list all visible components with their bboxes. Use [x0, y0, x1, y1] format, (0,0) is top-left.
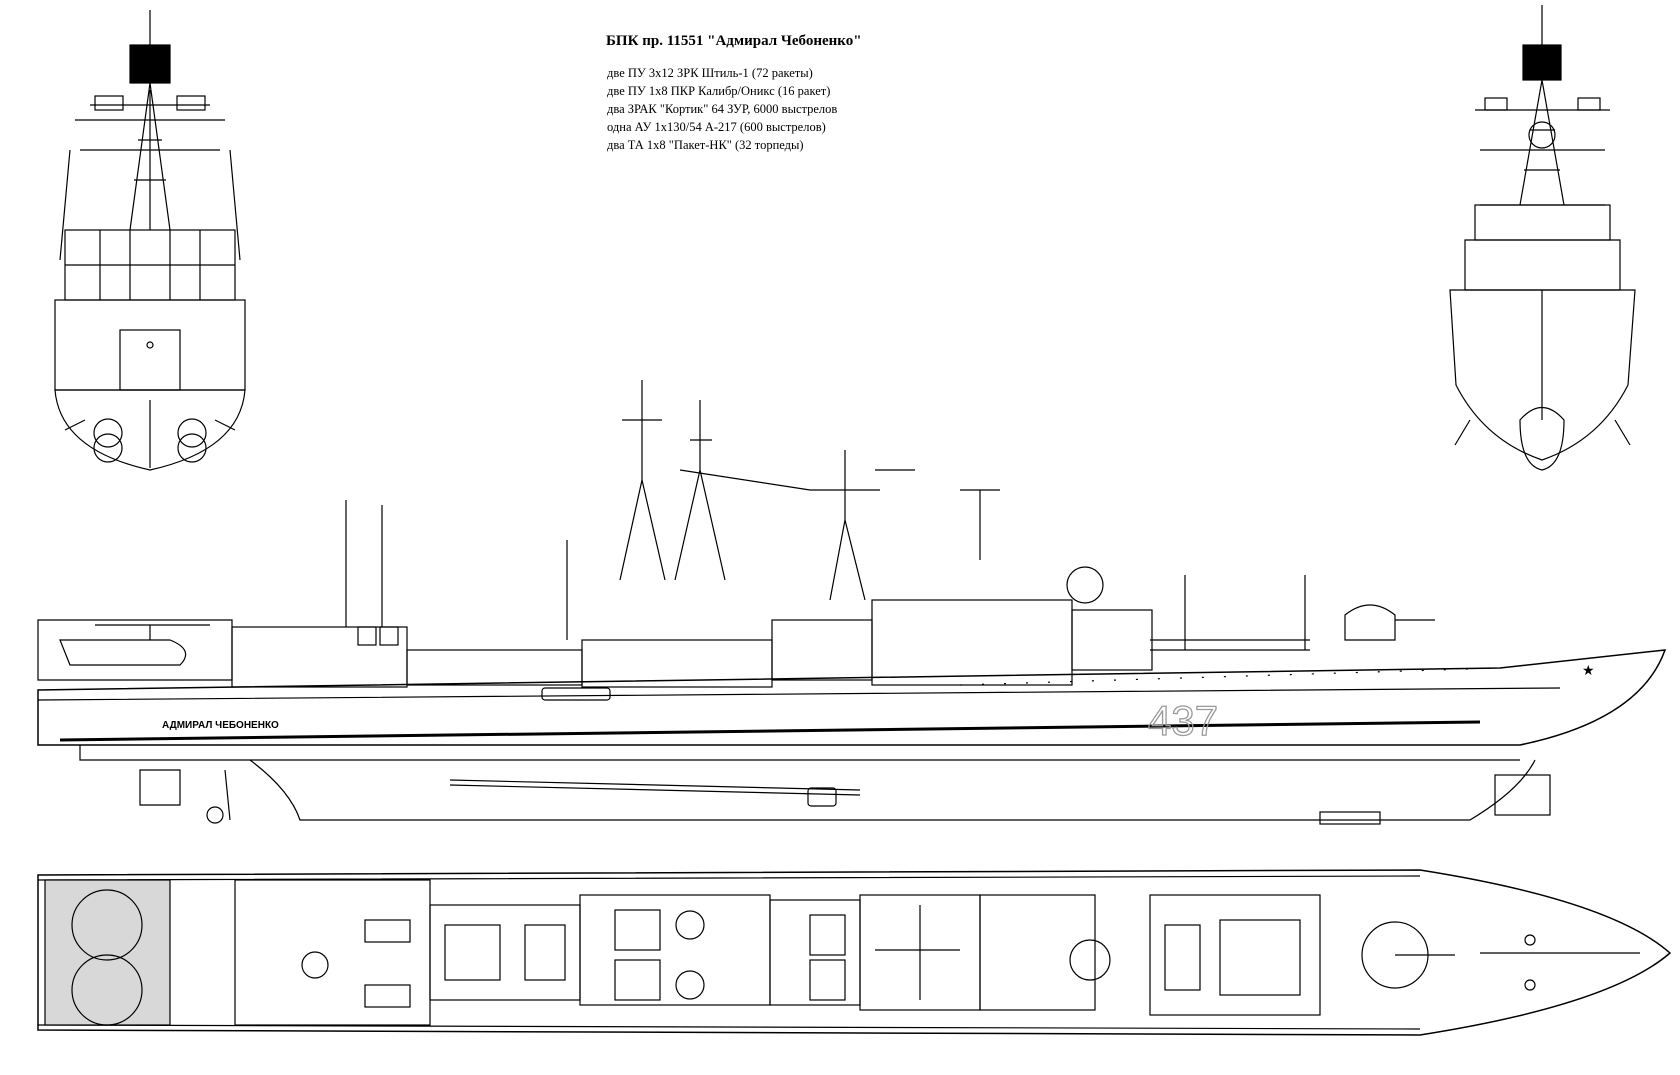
drawing-title: БПК пр. 11551 "Адмирал Чебоненко" — [606, 33, 862, 49]
armament-line-5: два ТА 1x8 "Пакет-НК" (32 торпеды) — [607, 138, 804, 152]
side-profile: 437 АДМИРАЛ ЧЕБОНЕНКО ★ — [37, 380, 1667, 825]
bow-view — [1449, 5, 1636, 471]
plan-view — [37, 869, 1672, 1036]
armament-list: две ПУ 3x12 ЗРК Штиль-1 (72 ракеты) две … — [607, 64, 837, 154]
armament-line-1: две ПУ 3x12 ЗРК Штиль-1 (72 ракеты) — [607, 66, 813, 80]
star-emblem: ★ — [1582, 664, 1595, 679]
armament-line-3: два ЗРАК "Кортик" 64 ЗУР, 6000 выстрелов — [607, 102, 838, 116]
ship-name-on-hull: АДМИРАЛ ЧЕБОНЕНКО — [162, 720, 279, 731]
armament-line-2: две ПУ 1x8 ПКР Калибр/Оникс (16 ракет) — [607, 84, 831, 98]
hull-number: 437 — [1148, 697, 1218, 744]
stern-view — [54, 10, 246, 471]
armament-line-4: одна АУ 1x130/54 А-217 (600 выстрелов) — [607, 120, 826, 134]
